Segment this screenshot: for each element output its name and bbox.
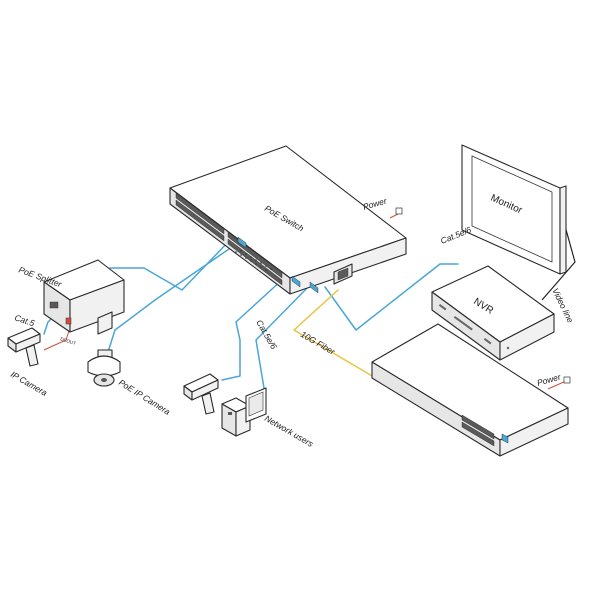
- dome-housing: [87, 355, 121, 377]
- camera-2-mount: [201, 392, 215, 415]
- label-cat56-users: Cat.5e/6: [254, 318, 279, 351]
- cable-switch-to-network-users: [255, 279, 316, 395]
- monitor: Monitor: [461, 144, 567, 275]
- label-ip-camera: IP Camera: [9, 369, 49, 398]
- cable-switch-to-poe-ip-camera: [107, 239, 243, 353]
- ip-camera: [7, 327, 41, 367]
- splitter-dc-port: [65, 317, 72, 325]
- cable-video-line: [541, 225, 576, 301]
- ip-camera-body-side: [15, 333, 41, 353]
- label-network-users: Network users: [263, 413, 316, 449]
- label-power-top: Power: [362, 195, 389, 212]
- nvr: NVR: [431, 265, 555, 361]
- cable-switch-to-nvr: [324, 263, 459, 331]
- cable-switch-to-camera-2: [221, 267, 296, 381]
- ip-camera-mount: [25, 344, 39, 367]
- poe-switch: PoE Switch: [169, 145, 407, 295]
- power-cord-top: [389, 213, 399, 219]
- camera-2: [183, 373, 219, 415]
- cable-splitter-dcout: [43, 327, 71, 351]
- splitter-bracket: [97, 311, 113, 335]
- camera-2-body-side: [191, 379, 219, 401]
- pc-drive-slot: [228, 412, 232, 415]
- switch-uplink-port: [337, 267, 349, 281]
- monitor-screen: [471, 155, 553, 263]
- lower-switch: [371, 323, 571, 457]
- lower-switch-side-face: [499, 407, 569, 457]
- dome-lens-center: [101, 378, 107, 382]
- power-plug-top-icon: [395, 207, 403, 215]
- poe-splitter: DCOUT PoE Splitter: [17, 259, 125, 346]
- dcout-label: DCOUT: [60, 336, 77, 346]
- monitor-edge: [559, 185, 567, 275]
- label-cat5: Cat.5: [13, 312, 36, 328]
- splitter-label: PoE Splitter: [17, 264, 64, 289]
- splitter-lan-port: [49, 301, 59, 309]
- power-plug-bottom-icon: [563, 376, 571, 384]
- lower-switch-ports: [461, 414, 509, 447]
- switch-vent-dots: [235, 250, 272, 271]
- network-users-pc: [221, 387, 267, 437]
- label-poe-ip-camera: PoE IP Camera: [117, 377, 172, 417]
- power-cord-bottom: [547, 380, 567, 390]
- label-power-bottom: Power: [536, 371, 563, 388]
- nvr-side-face: [499, 313, 555, 361]
- label-10g-fiber: 10G Fiber: [299, 329, 338, 357]
- cable-switch-to-splitter: [109, 237, 233, 291]
- poe-ip-camera: [87, 349, 121, 387]
- pc-monitor-screen: [248, 391, 264, 417]
- label-cat56-nvr: Cat.5e/6: [439, 224, 473, 245]
- nvr-front-details: [438, 304, 510, 350]
